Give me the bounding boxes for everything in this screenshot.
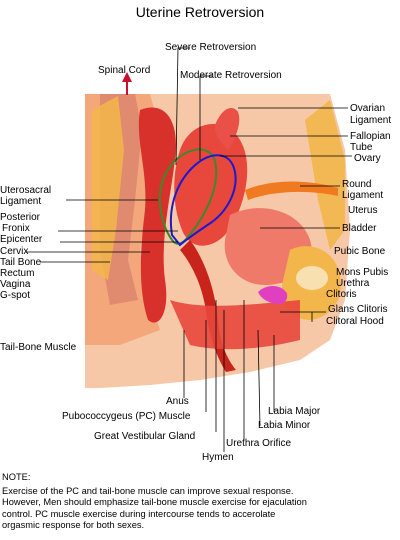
label-pubic-bone: Pubic Bone [334,246,386,257]
label-urethra: Urethra [336,278,370,289]
label-mons-pubis: Mons Pubis [336,267,388,278]
label-fornix: Fronix [2,223,30,234]
label-round: Round [342,179,371,190]
note-line-1: Exercise of the PC and tail-bone muscle … [2,485,294,496]
perineum-tissue [170,300,300,350]
label-round-ligament: Ligament [342,190,383,201]
label-fallopian: Fallopian [350,131,391,142]
note-heading: NOTE: [2,472,31,482]
label-clitoral-hood: Clitoral Hood [326,316,384,327]
note-line-3: control. PC muscle exercise during inter… [2,508,276,519]
leader-labia-minor [257,329,261,427]
label-rectum: Rectum [0,268,34,279]
label-ovarian: Ovarian [350,103,385,114]
label-tail-bone-muscle: Tail-Bone Muscle [0,342,77,353]
rectum-tissue [138,107,176,323]
leader-lines [26,47,352,452]
label-tail-bone: Tail Bone [0,257,42,268]
label-vagina: Vagina [0,279,31,290]
label-great-vestibular-gland: Great Vestibular Gland [94,431,195,442]
leader-moderate [199,75,212,160]
glans-clitoris [258,286,288,305]
fallopian-tube [214,108,240,150]
pubic-bone [296,266,328,290]
note-line-4: orgasmic response for both sexes. [2,520,145,530]
label-urethra-orifice: Urethra Orifice [226,438,291,449]
label-spinal-cord: Spinal Cord [98,65,150,76]
label-clitoris: Clitoris [326,289,357,300]
sacral-fat [92,96,124,280]
label-pc-muscle: Pubococcygeus (PC) Muscle [62,411,191,422]
label-ovary: Ovary [354,153,381,164]
moderate-retroversion-outline [169,154,237,247]
label-bladder: Bladder [342,223,377,234]
label-posterior: Posterior [0,212,41,223]
label-uterus: Uterus [348,205,377,216]
label-epicenter: Epicenter [0,234,43,245]
label-severe-retroversion: Severe Retroversion [165,42,256,53]
label-hymen: Hymen [202,452,234,463]
uterus-tissue [174,123,248,246]
note-block: NOTE: Exercise of the PC and tail-bone m… [2,472,398,532]
label-ovarian-ligament: Ligament [350,115,391,126]
label-moderate-retroversion: Moderate Retroversion [180,70,282,81]
leader-severe [175,47,190,166]
label-uterosacral: Uterosacral [0,185,51,196]
label-anus: Anus [166,396,189,407]
labels: Severe Retroversion Spinal Cord Moderate… [0,42,391,463]
label-glans-clitoris: Glans Clitoris [328,304,387,315]
spinal-arrow-head [122,72,132,82]
label-fallopian-tube: Tube [350,142,373,153]
label-labia-minor: Labia Minor [258,420,311,431]
label-uterosacral-ligament: Ligament [0,196,41,207]
label-labia-major: Labia Major [268,406,321,417]
label-cervix: Cervix [0,246,28,257]
severe-retroversion-outline [158,148,218,245]
abdominal-fat [305,100,345,250]
anatomy-illustration [85,72,350,388]
label-g-spot: G-spot [0,290,30,301]
note-line-2: However, Men should emphasize tail-bone … [2,497,307,507]
diagram-title: Uterine Retroversion [136,4,264,20]
